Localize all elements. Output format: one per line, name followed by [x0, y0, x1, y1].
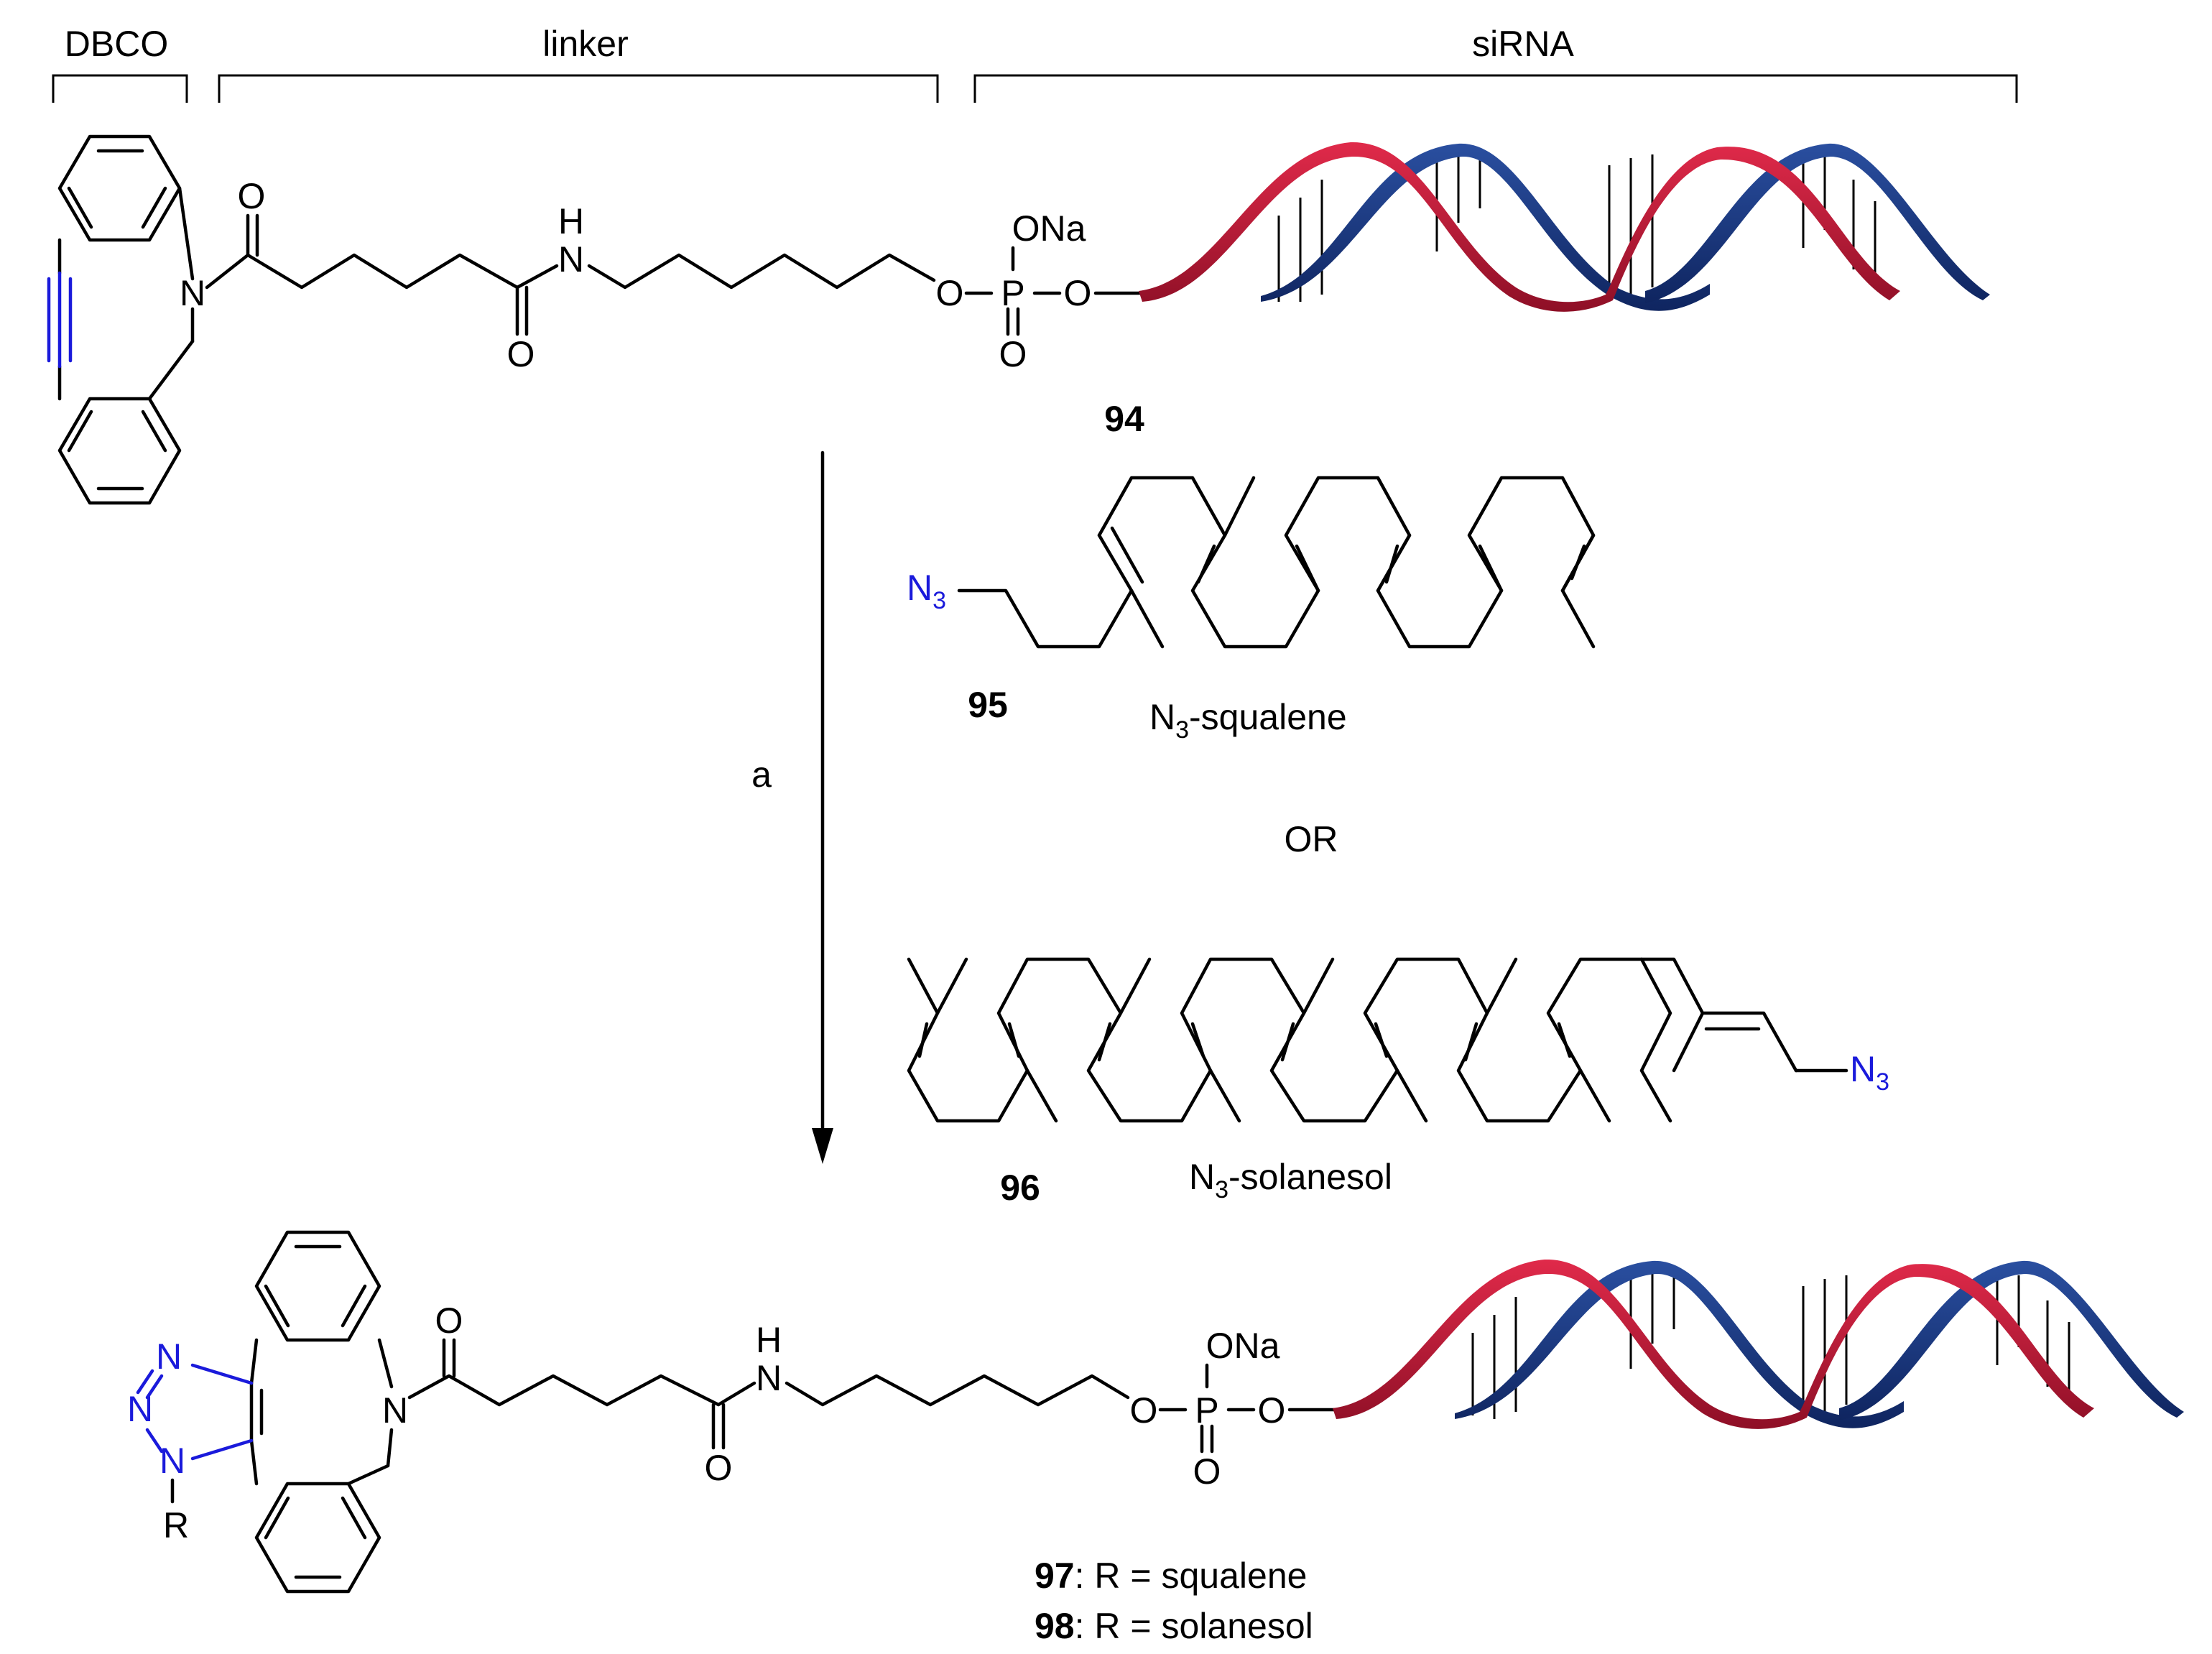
compound-95-structure: N3: [907, 476, 1596, 649]
compound-96-name: N3-solanesol: [1189, 1157, 1392, 1203]
helix-strand-red-2: [1333, 1259, 2094, 1429]
helix-strand-blue-4: [1839, 1260, 2184, 1420]
sirna-helix-bottom: [1333, 1259, 2184, 1429]
triazole-n3: N: [159, 1441, 185, 1481]
product-atom-o-carbonyl-1: O: [435, 1300, 463, 1341]
sirna-helix-top: [1139, 142, 1990, 312]
compound-94-structure: N O O N H O P ONa O O: [47, 134, 1152, 505]
linker-chain-2: [587, 253, 936, 290]
product-r-group: R: [163, 1505, 189, 1546]
dbco-bracket: [52, 74, 188, 103]
section-brackets: DBCO linker siRNA: [52, 24, 2018, 103]
atom-o-carbonyl-1: O: [238, 176, 266, 216]
compound-96-number: 96: [1000, 1168, 1040, 1208]
atom-n-amide: N: [180, 273, 205, 313]
linker-chain-1: [205, 253, 519, 290]
helix-strand-blue-3: [1455, 1260, 1904, 1428]
or-text: OR: [1285, 819, 1338, 859]
atom-p: P: [1001, 273, 1024, 313]
product-benzene-bottom: [254, 1482, 381, 1594]
sirna-label: siRNA: [1472, 24, 1574, 64]
helix-strand-red: [1139, 142, 1900, 312]
helix-strand-blue-1: [1261, 143, 1710, 311]
azide-group-95: N3: [907, 568, 946, 614]
product-atom-o-carbonyl-2: O: [705, 1448, 733, 1488]
product-atom-o-phosphoryl: O: [1193, 1451, 1221, 1492]
atom-h: H: [558, 201, 584, 241]
product-atom-nh: N: [756, 1358, 782, 1398]
sirna-bracket: [973, 74, 2018, 103]
linker-bracket: [218, 74, 939, 103]
product-structure: N N N N R O O N H O P ONa O O: [127, 1230, 1346, 1594]
atom-ona: ONa: [1012, 208, 1086, 249]
atom-o-phosphoryl: O: [999, 334, 1027, 374]
compound-94-number: 94: [1104, 399, 1144, 439]
dbco-label: DBCO: [65, 24, 168, 64]
product-98-caption: 98: R = solanesol: [1035, 1606, 1313, 1646]
atom-nh: N: [558, 239, 584, 279]
product-97-caption: 97: R = squalene: [1035, 1556, 1307, 1596]
compound-95-number: 95: [968, 685, 1008, 725]
helix-strand-blue-2: [1645, 143, 1990, 303]
product-atom-n-amide: N: [382, 1390, 408, 1431]
atom-o-ester-1: O: [936, 273, 964, 313]
product-atom-o-ester-2: O: [1258, 1390, 1286, 1431]
compound-96-structure: N3: [907, 957, 1889, 1123]
product-atom-ona: ONa: [1206, 1326, 1280, 1366]
product-atom-p: P: [1195, 1390, 1218, 1431]
reaction-arrow: [812, 451, 833, 1164]
product-benzene-top: [254, 1230, 381, 1342]
triazole-n1: N: [156, 1336, 182, 1377]
product-atom-o-ester-1: O: [1130, 1390, 1158, 1431]
atom-o-ester-2: O: [1064, 273, 1092, 313]
product-atom-h: H: [756, 1320, 782, 1360]
azide-group-96: N3: [1850, 1049, 1889, 1096]
reaction-condition-a: a: [751, 754, 772, 795]
benzene-ring-top: [57, 134, 182, 242]
atom-o-carbonyl-2: O: [507, 334, 535, 374]
linker-label: linker: [542, 24, 628, 64]
compound-95-name: N3-squalene: [1149, 697, 1347, 744]
